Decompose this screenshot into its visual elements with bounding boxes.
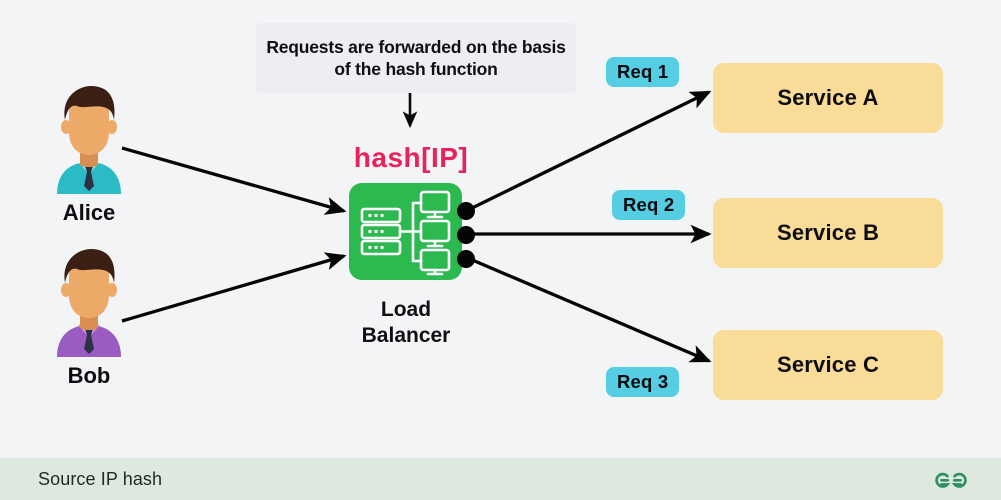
client-alice-name: Alice: [62, 200, 116, 225]
arrow-alice-to-lb: [121, 146, 347, 215]
lb-connector-dot-2[interactable]: [457, 226, 475, 244]
note-text: Requests are forwarded on the basis of t…: [266, 36, 566, 79]
client-alice[interactable]: Alice: [33, 82, 145, 226]
arrow-lb-to-service-c: [469, 257, 712, 363]
geeksforgeeks-logo: [935, 472, 967, 488]
service-box-c-label: Service C: [776, 352, 880, 377]
footer-caption: Source IP hash: [38, 468, 163, 489]
footer-bar: Source IP hash: [0, 458, 1001, 500]
service-box-a-label: Service A: [777, 85, 879, 110]
service-box-b[interactable]: Service B: [713, 198, 943, 268]
user-avatar-icon: [57, 249, 121, 357]
load-balancer-label-line-2: Balancer: [361, 324, 451, 348]
server-network-icon: [360, 190, 451, 276]
request-badge-2[interactable]: Req 2: [612, 190, 686, 220]
service-box-b-label: Service B: [776, 220, 880, 245]
request-badge-3[interactable]: Req 3: [606, 367, 680, 397]
service-box-c[interactable]: Service C: [713, 330, 943, 400]
request-badge-2-label: Req 2: [623, 194, 675, 215]
hash-explanation-note: Requests are forwarded on the basis of t…: [256, 23, 576, 93]
load-balancer-label: Load Balancer: [320, 297, 492, 350]
load-balancer-label-line-1: Load: [380, 298, 432, 321]
load-balancer-node[interactable]: [349, 183, 462, 280]
request-badge-1[interactable]: Req 1: [606, 57, 680, 87]
lb-connector-dot-1[interactable]: [457, 202, 475, 220]
client-bob-name: Bob: [67, 363, 111, 388]
request-badge-3-label: Req 3: [617, 371, 669, 392]
user-avatar-icon: [57, 86, 121, 194]
diagram-body: Requests are forwarded on the basis of t…: [33, 23, 943, 400]
service-box-a[interactable]: Service A: [713, 63, 943, 133]
request-badge-1-label: Req 1: [617, 61, 669, 82]
client-bob[interactable]: Bob: [33, 245, 145, 389]
lb-connector-dot-3[interactable]: [457, 250, 475, 268]
arrow-bob-to-lb: [121, 252, 347, 323]
hash-ip-label: hash[IP]: [353, 142, 469, 173]
